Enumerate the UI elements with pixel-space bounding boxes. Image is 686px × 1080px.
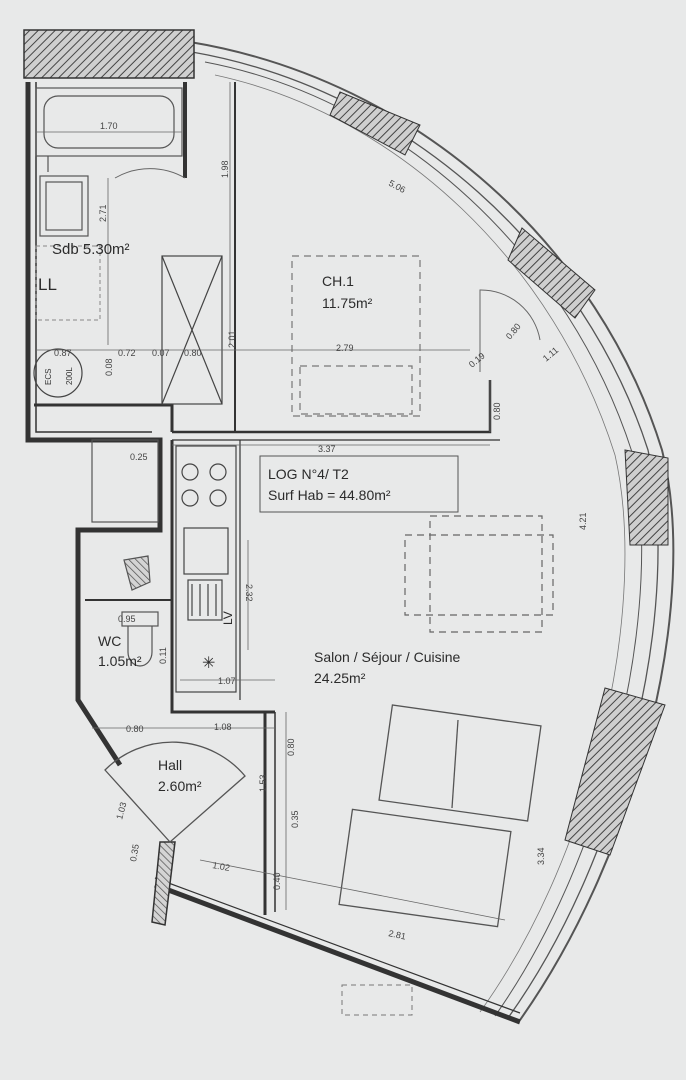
door-swing-hall — [104, 741, 246, 843]
room-label-salon-area: 24.25m² — [314, 670, 366, 686]
bed-outline — [291, 255, 421, 417]
room-label-hall-area: 2.60m² — [158, 778, 202, 794]
dim-label: 0.80 — [126, 724, 144, 734]
door-swing-bath — [114, 168, 186, 179]
fixture-label-lv: LV — [221, 611, 235, 625]
door-swing-ch1 — [479, 289, 541, 372]
facade-columns — [329, 91, 669, 856]
room-label-ch1-area: 11.75m² — [322, 295, 373, 311]
fixture-label-ll: LL — [38, 275, 57, 294]
dim-label: 0.72 — [118, 348, 136, 358]
washing-machine-area — [35, 245, 101, 321]
dim-label: 0.08 — [104, 358, 114, 376]
fixture-label-star: ✳ — [202, 655, 215, 672]
sofa — [338, 704, 542, 928]
dim-label: 2.81 — [388, 928, 407, 941]
dimension-labels: 1.70 1.98 2.71 2.01 5.06 0.87 0.72 0.07 … — [54, 121, 588, 942]
closet-wardrobe — [161, 255, 223, 405]
dim-label: 0.35 — [290, 810, 300, 828]
dim-label: 2.01 — [227, 330, 237, 348]
dim-label: 0.40 — [272, 872, 282, 890]
room-label-salon-name: Salon / Séjour / Cuisine — [314, 649, 461, 665]
dim-label: 1.53 — [258, 774, 268, 792]
dim-label: 0.11 — [158, 647, 168, 664]
dim-label: 1.03 — [114, 801, 128, 821]
dim-label: 3.37 — [318, 444, 336, 454]
info-box — [259, 455, 459, 513]
room-label-wc-name: WC — [98, 633, 121, 649]
room-label-wc-area: 1.05m² — [98, 653, 142, 669]
kitchen-counter — [175, 445, 237, 693]
dim-label: 0.07 — [152, 348, 170, 358]
dim-label: 0.80 — [492, 402, 502, 420]
room-labels: Sdb 5.30m² LL CH.1 11.75m² LOG N°4/ T2 S… — [38, 241, 461, 794]
dim-label: 1.02 — [212, 860, 231, 873]
window-bottom — [341, 984, 413, 1016]
ecs-water-heater — [33, 348, 83, 398]
toilet-wc — [91, 439, 159, 667]
dim-label: 2.32 — [244, 584, 254, 602]
dimension-lines — [36, 82, 506, 921]
info-logement: LOG N°4/ T2 — [268, 466, 349, 482]
dim-label: 0.35 — [128, 843, 141, 862]
dim-label: 1.70 — [100, 121, 118, 131]
bathtub — [35, 87, 183, 172]
fixture-label-ecs: ECS — [44, 369, 53, 385]
room-label-sdb: Sdb 5.30m² — [52, 241, 130, 258]
dim-label: 2.79 — [336, 343, 354, 353]
dim-label: 0.80 — [286, 738, 296, 756]
room-label-ch1-name: CH.1 — [322, 273, 354, 289]
room-label-hall-name: Hall — [158, 757, 182, 773]
dim-label: 0.80 — [184, 348, 202, 358]
dim-label: 0.87 — [54, 348, 72, 358]
dim-label: 1.07 — [218, 676, 236, 686]
info-surface: Surf Hab = 44.80m² — [268, 487, 391, 503]
dining-table — [404, 515, 554, 633]
dim-label: 0.25 — [130, 452, 148, 462]
dim-label: 4.21 — [578, 512, 588, 530]
fixture-label-ecs-vol: 200L — [65, 367, 74, 385]
dim-label: 2.71 — [98, 204, 108, 222]
dim-label: 0.95 — [118, 614, 136, 624]
dim-label: 1.98 — [220, 160, 230, 178]
wall-block-top — [23, 29, 195, 79]
dim-label: 1.08 — [214, 722, 232, 732]
shower-basin — [39, 175, 89, 237]
dim-label: 3.34 — [536, 847, 546, 865]
